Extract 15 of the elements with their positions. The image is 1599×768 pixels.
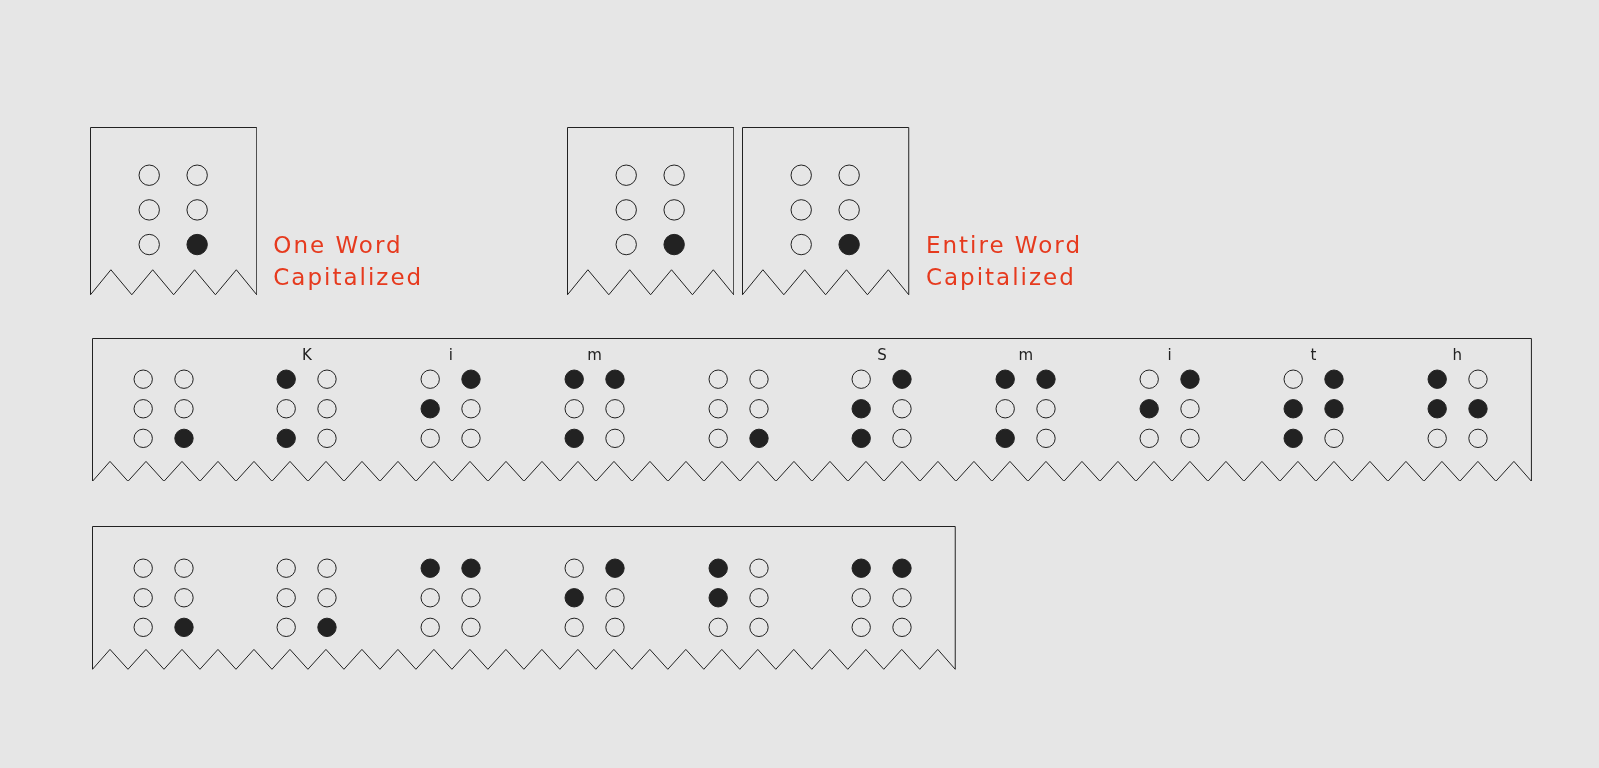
letter-label: t bbox=[1309, 345, 1318, 364]
letter-label: K bbox=[301, 345, 313, 364]
braille-card bbox=[89, 127, 257, 296]
letter-label: S bbox=[876, 345, 888, 364]
letter-label: i bbox=[1166, 345, 1173, 364]
braille-strip bbox=[91, 337, 1532, 482]
braille-card bbox=[742, 127, 910, 296]
letter-label: m bbox=[1017, 345, 1035, 364]
letter-label: m bbox=[586, 345, 603, 364]
letter-label: i bbox=[447, 345, 454, 364]
braille-strip bbox=[91, 526, 956, 670]
node-label: One Word Capitalized bbox=[273, 231, 425, 293]
letter-label: h bbox=[1451, 345, 1463, 364]
node-label: Entire Word Capitalized bbox=[925, 231, 1083, 293]
braille-card bbox=[567, 127, 735, 296]
